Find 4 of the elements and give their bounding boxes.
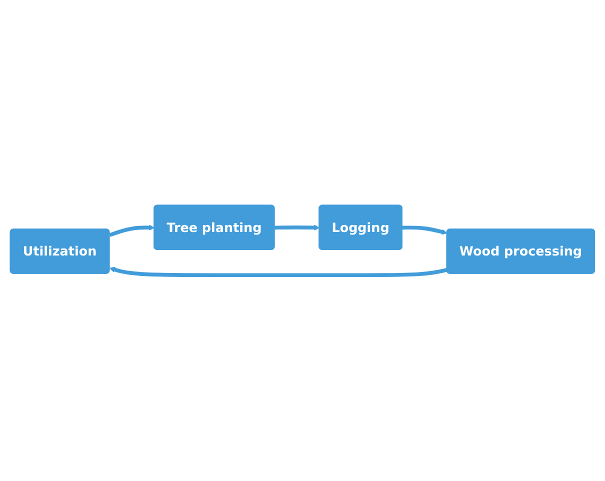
arrow	[402, 226, 448, 236]
arrow	[109, 225, 155, 238]
arrow	[274, 225, 320, 231]
arrow	[110, 267, 448, 278]
